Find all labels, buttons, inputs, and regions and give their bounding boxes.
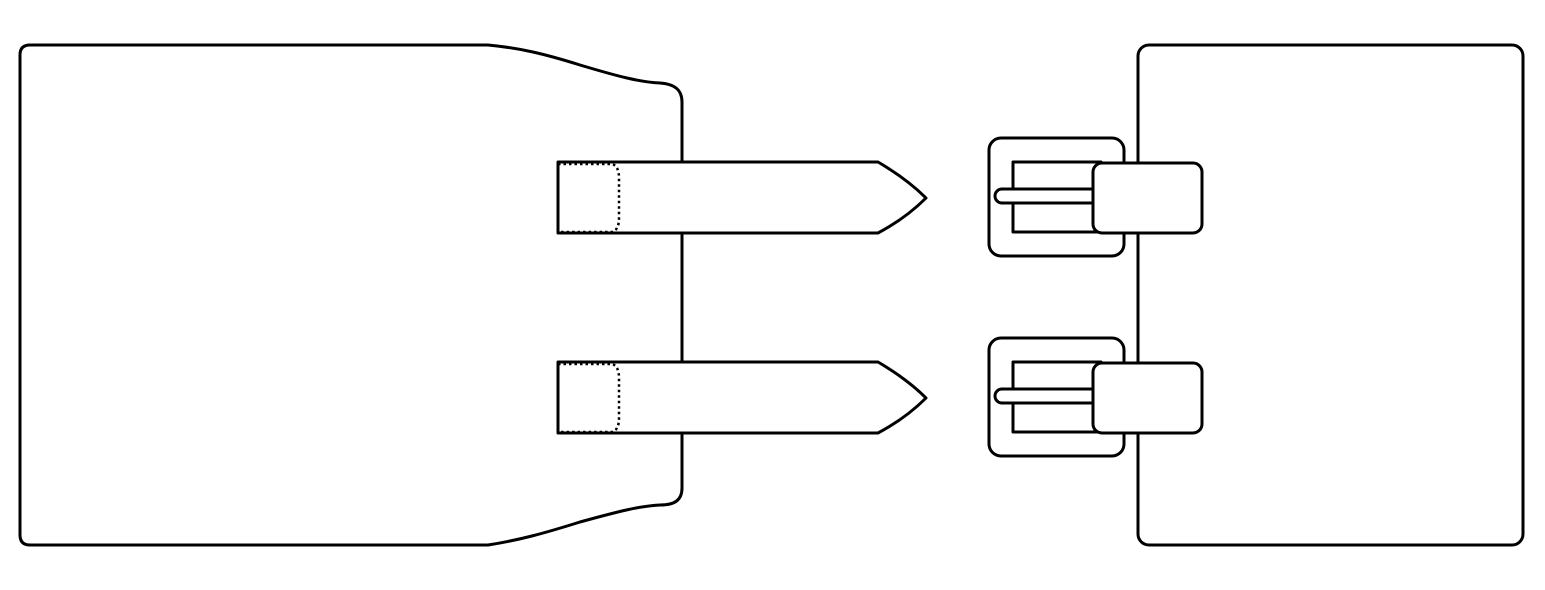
strap-bottom (556, 360, 928, 435)
strap-bottom-stitching (558, 362, 621, 434)
buckle-top-keeper (1091, 161, 1204, 235)
strap-top-stitching (558, 162, 621, 234)
strap-top-body (556, 160, 928, 235)
buckle-top-prong (993, 187, 1103, 205)
buckle-bottom-prong (993, 387, 1103, 405)
buckle-bottom (987, 336, 1204, 458)
left-panel (18, 43, 684, 547)
strap-top (556, 160, 928, 235)
buckle-top (987, 136, 1204, 258)
strap-bottom-body (556, 360, 928, 435)
right-panel (1136, 43, 1525, 547)
buckle-bottom-keeper (1091, 361, 1204, 435)
